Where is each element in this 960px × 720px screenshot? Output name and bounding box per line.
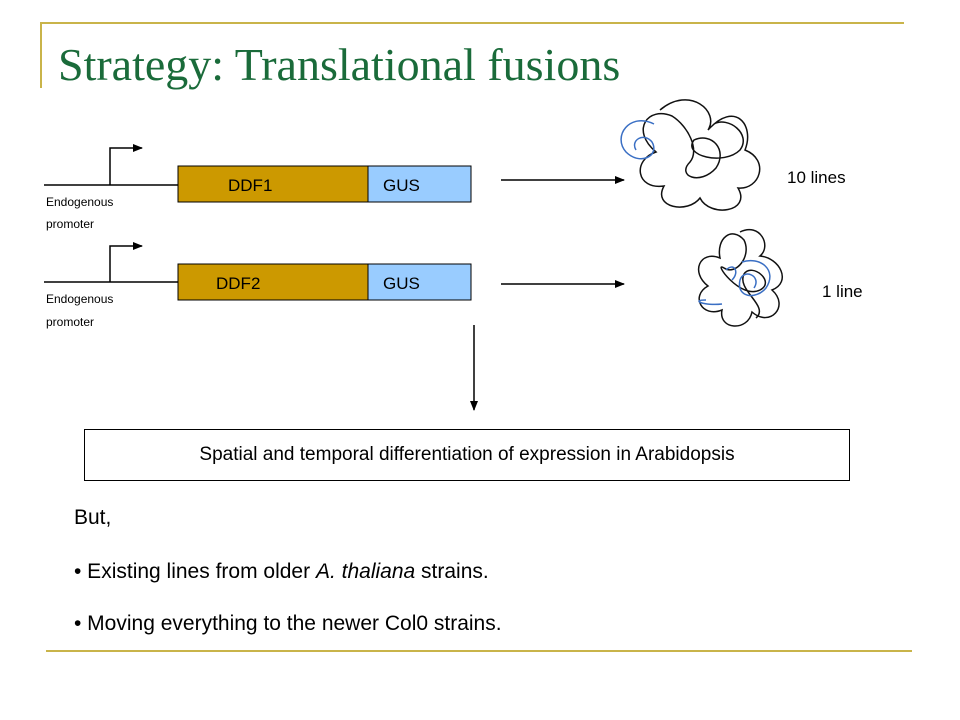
result-count-2: 1 line [822,282,863,301]
promoter-label-1a: Endogenous [46,195,113,209]
notes-intro: But, [74,506,112,529]
result-count-1: 10 lines [787,168,846,187]
gene-label-ddf2: DDF2 [216,274,260,293]
slide-title: Strategy: Translational fusions [58,39,621,90]
reporter-label-gus-2: GUS [383,274,420,293]
bullet-1-species: A. thaliana [315,560,416,583]
seedling-scribble-icon [697,229,783,327]
bullet-1-text-b: strains. [415,560,489,583]
reporter-box-gus-1 [367,165,472,203]
reporter-box-gus-2 [367,263,472,301]
notes-bullet-2: • Moving everything to the newer Col0 st… [74,612,502,635]
slide-frame-left [40,22,42,88]
construct-1: Endogenous promoter DDF1 GUS 10 lines [44,99,846,231]
gene-label-ddf1: DDF1 [228,176,272,195]
promoter-arrow-icon [109,242,143,282]
notes-bullet-1: • Existing lines from older A. thaliana … [74,560,489,584]
promoter-label-2a: Endogenous [46,292,113,306]
outcome-box: Spatial and temporal differentiation of … [84,429,850,481]
slide-frame-bottom [46,650,912,652]
promoter-arrow-icon [109,144,143,185]
seedling-scribble-icon [620,99,761,211]
bullet-1-text-a: • Existing lines from older [74,560,316,583]
promoter-label-1b: promoter [46,217,94,231]
slide-frame-top [40,22,904,24]
gene-box-ddf1 [177,165,369,203]
promoter-label-2b: promoter [46,315,94,329]
gene-box-ddf2 [177,263,369,301]
reporter-label-gus-1: GUS [383,176,420,195]
construct-2: Endogenous promoter DDF2 GUS 1 line [44,229,863,329]
